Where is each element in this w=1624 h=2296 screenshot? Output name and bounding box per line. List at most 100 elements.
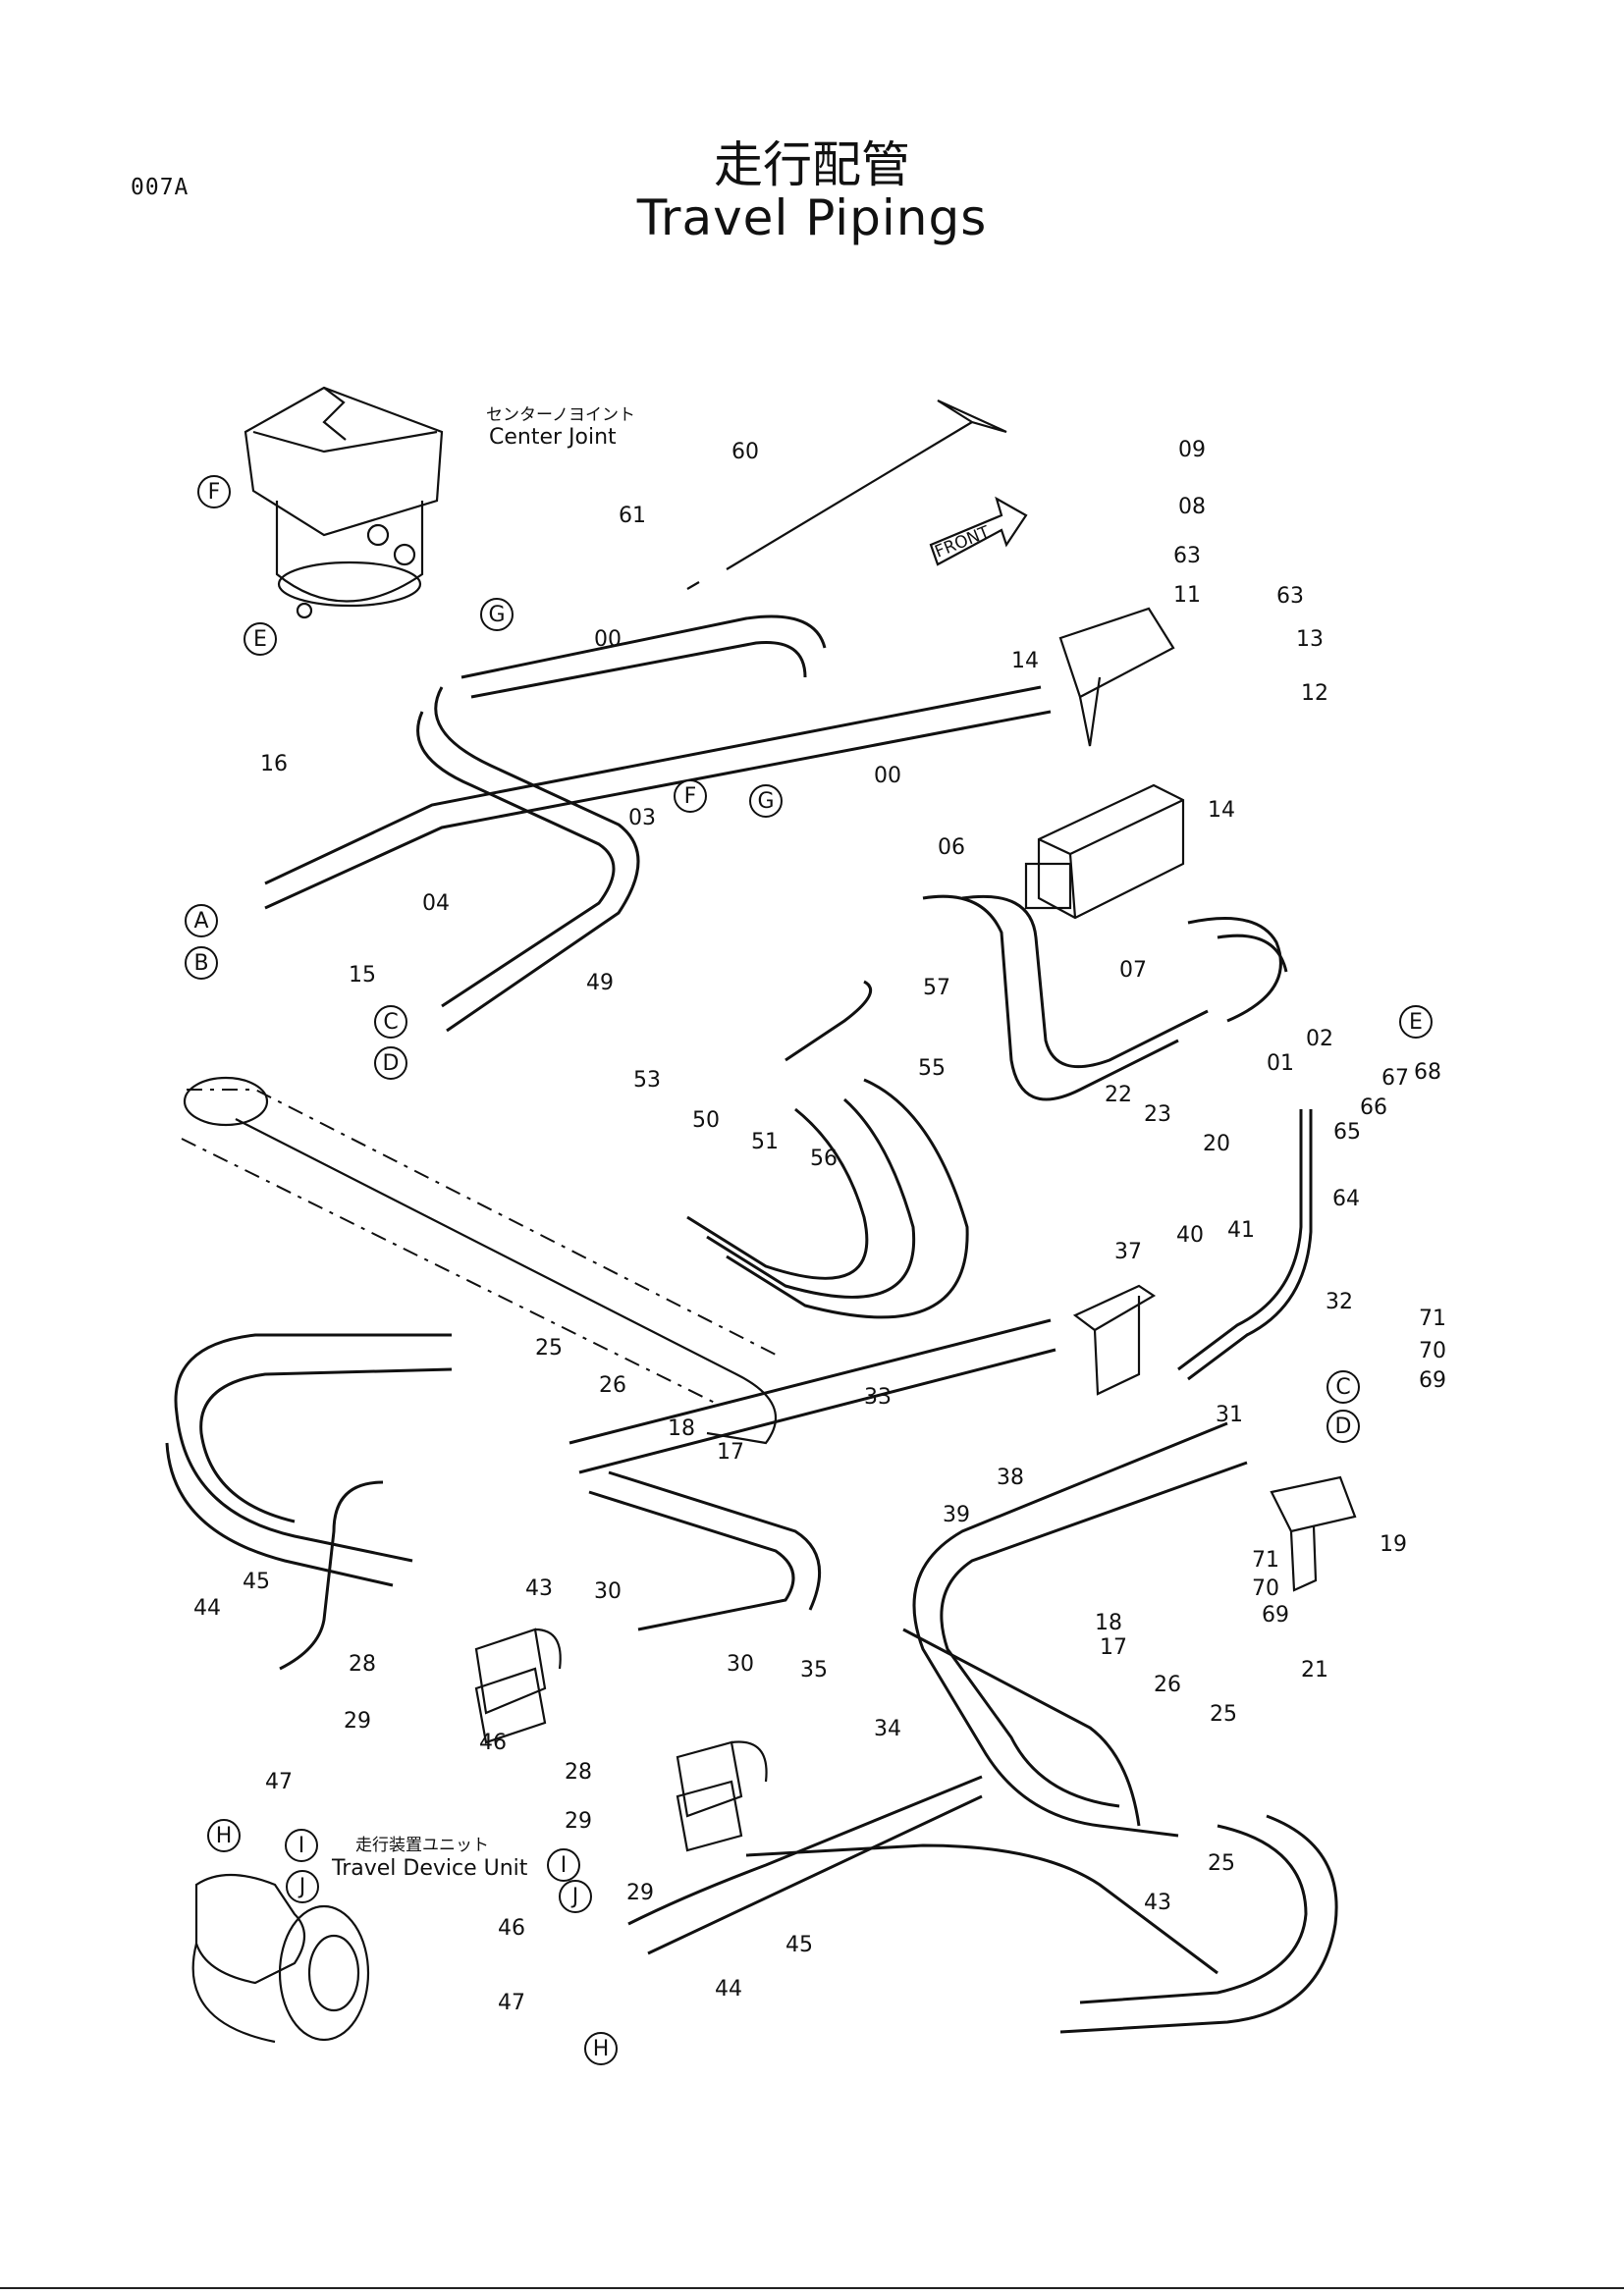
part-label: 38 <box>997 1466 1024 1490</box>
part-label: 37 <box>1114 1240 1142 1264</box>
part-label: 55 <box>918 1056 946 1081</box>
center-joint-en-label: Center Joint <box>489 425 617 450</box>
connection-marker-circle <box>547 1848 580 1882</box>
part-label: 71 <box>1419 1307 1446 1331</box>
hose-group-lower-right <box>627 1421 1338 2034</box>
title-english: Travel Pipings <box>636 189 988 246</box>
connection-marker-circle <box>559 1880 592 1913</box>
connection-marker-label: F <box>208 480 221 505</box>
connection-marker-label: I <box>298 1834 305 1858</box>
part-label: 71 <box>1252 1548 1279 1573</box>
bracket-19 <box>1270 1475 1357 1592</box>
part-label: 18 <box>668 1416 695 1441</box>
travel-device-jp-label: 走行装置ユニット <box>355 1836 489 1855</box>
flange-block-28-right <box>676 1740 768 1852</box>
connection-marker-circle <box>584 2032 618 2065</box>
part-label: 45 <box>785 1933 813 1957</box>
part-label: 30 <box>594 1579 622 1604</box>
part-label: 26 <box>1154 1673 1181 1697</box>
part-label: 22 <box>1105 1083 1132 1107</box>
part-label: 26 <box>599 1373 626 1398</box>
connection-marker-circle <box>1326 1410 1360 1443</box>
part-label: 04 <box>422 891 450 916</box>
part-label: 63 <box>1173 544 1201 568</box>
part-label: 45 <box>243 1570 270 1594</box>
connection-marker-label: G <box>757 789 774 814</box>
part-label: 02 <box>1306 1027 1333 1051</box>
part-label: 13 <box>1296 627 1324 652</box>
part-label: 51 <box>751 1130 779 1154</box>
connection-marker-label: J <box>570 1885 579 1909</box>
connection-marker-circle <box>1399 1005 1433 1039</box>
connection-marker-label: E <box>1409 1010 1423 1035</box>
connection-marker-label: E <box>253 627 267 652</box>
part-label: 17 <box>1100 1635 1127 1660</box>
center-joint-drawing <box>244 386 444 619</box>
part-label: 44 <box>715 1977 742 2002</box>
part-label: 12 <box>1301 681 1328 706</box>
connection-marker-circle <box>185 904 218 937</box>
part-label: 16 <box>260 752 288 776</box>
connection-marker-label: C <box>383 1010 398 1035</box>
part-label: 33 <box>864 1385 892 1410</box>
part-label: 09 <box>1178 438 1206 462</box>
lever-60 <box>686 399 1007 590</box>
connection-marker-circle <box>1326 1370 1360 1404</box>
part-label: 20 <box>1203 1132 1230 1156</box>
connection-marker-label: D <box>383 1051 400 1076</box>
connection-marker-circle <box>285 1829 318 1862</box>
part-label: 15 <box>349 963 376 988</box>
part-label: 21 <box>1301 1658 1328 1682</box>
flange-block-28-left <box>474 1628 562 1744</box>
part-label: 46 <box>498 1916 525 1941</box>
part-label: 53 <box>633 1068 661 1093</box>
part-label: 49 <box>586 971 614 995</box>
title-japanese: 走行配管 <box>714 136 910 193</box>
part-label: 64 <box>1332 1187 1360 1211</box>
part-label: 41 <box>1227 1218 1255 1243</box>
part-label: 11 <box>1173 583 1201 608</box>
connection-marker-circle <box>207 1819 241 1852</box>
part-label: 43 <box>525 1576 553 1601</box>
part-label: 47 <box>265 1770 293 1794</box>
part-label: 08 <box>1178 495 1206 519</box>
front-arrow <box>929 496 1028 566</box>
part-label: 29 <box>344 1709 371 1734</box>
connection-marker-label: H <box>216 1824 233 1848</box>
connection-marker-circle <box>749 784 783 818</box>
connection-marker-circle <box>286 1870 319 1903</box>
part-label: 17 <box>717 1440 744 1465</box>
part-label: 23 <box>1144 1102 1171 1127</box>
part-label: 69 <box>1262 1603 1289 1628</box>
part-label: 47 <box>498 1991 525 2015</box>
connection-marker-label: C <box>1335 1375 1350 1400</box>
hose-32-64 <box>1177 1109 1313 1381</box>
part-label: 18 <box>1095 1611 1122 1635</box>
part-label: 29 <box>565 1809 592 1834</box>
hose-group-mid <box>686 980 969 1319</box>
part-label: 68 <box>1414 1060 1441 1085</box>
connection-marker-circle <box>197 475 231 508</box>
connection-marker-label: I <box>561 1853 568 1878</box>
part-label: 25 <box>535 1336 563 1361</box>
bracket-11 <box>1058 607 1175 747</box>
connection-marker-label: D <box>1335 1415 1352 1439</box>
part-label: 69 <box>1419 1368 1446 1393</box>
part-label: 43 <box>1144 1891 1171 1915</box>
connection-marker-label: B <box>193 951 208 976</box>
connection-marker-circle <box>374 1005 407 1039</box>
part-label: 28 <box>349 1652 376 1677</box>
part-label: 35 <box>800 1658 828 1682</box>
front-label: FRONT <box>932 522 993 562</box>
part-label: 56 <box>810 1147 838 1171</box>
part-label: 46 <box>479 1731 507 1755</box>
travel-device-unit-drawing <box>191 1873 370 2044</box>
part-label: 44 <box>193 1596 221 1621</box>
part-label: 32 <box>1326 1290 1353 1314</box>
cylinder-phantom <box>181 1076 778 1445</box>
part-label: 03 <box>628 806 656 830</box>
part-label: 61 <box>619 504 646 528</box>
center-joint-jp-label: センターノヨイント <box>486 405 635 425</box>
